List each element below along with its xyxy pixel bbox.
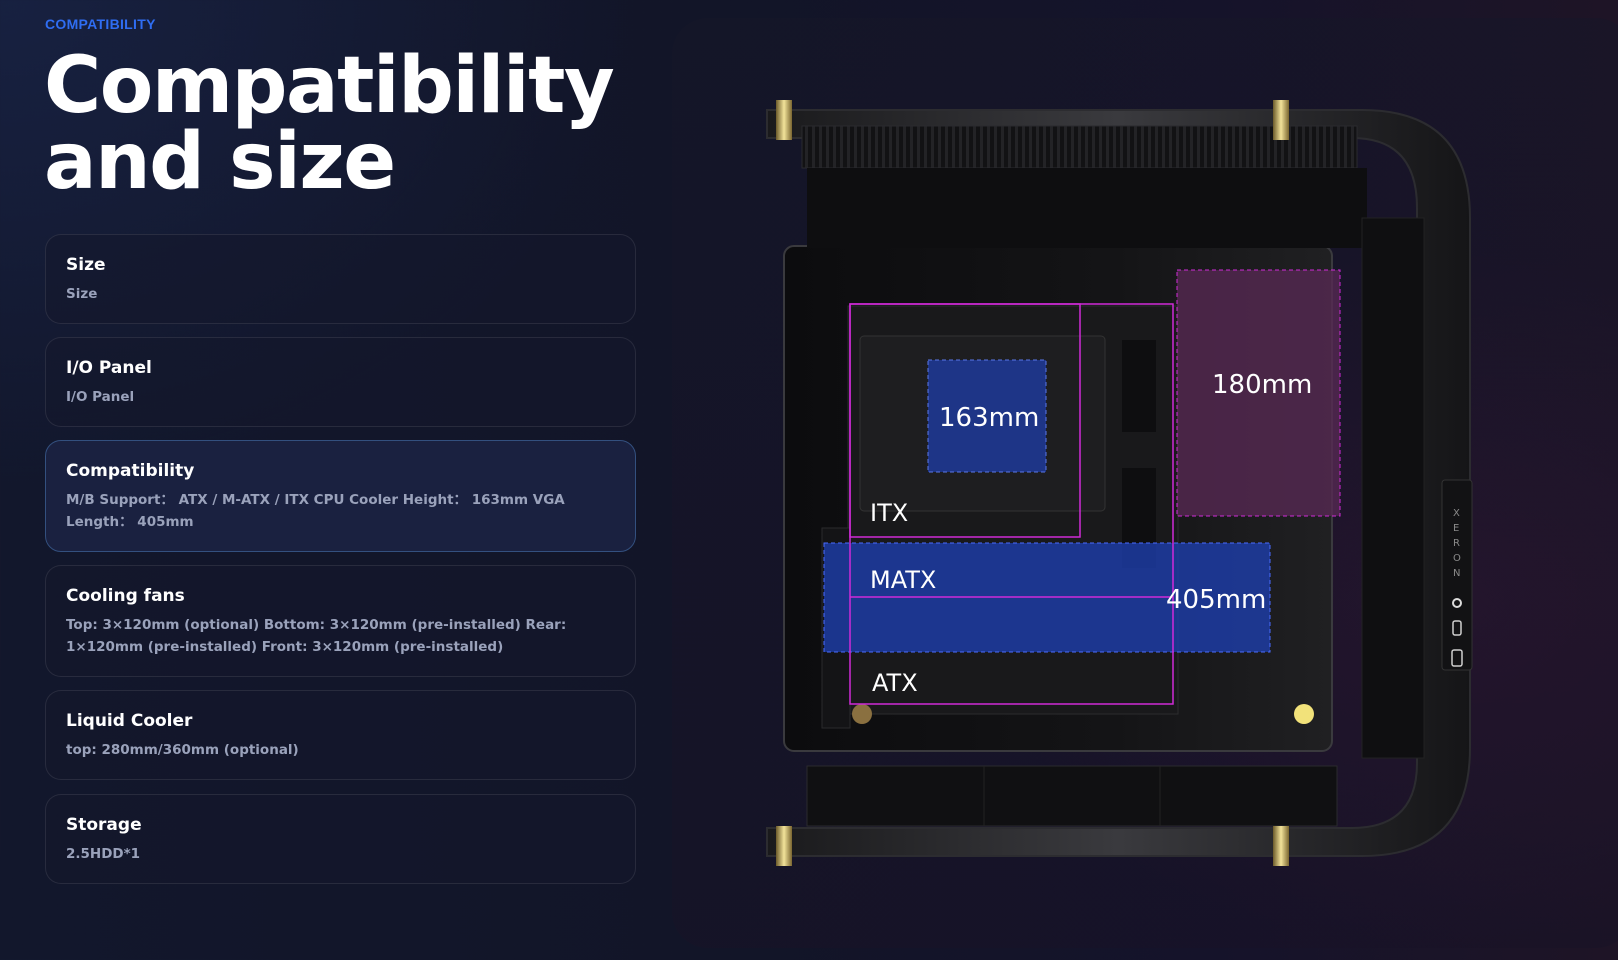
spec-title: Storage — [66, 815, 142, 835]
svg-text:R: R — [1453, 538, 1460, 549]
spec-description: I/O Panel — [66, 389, 135, 405]
spec-title: Size — [66, 255, 106, 275]
standoff — [1273, 826, 1289, 866]
section-eyebrow: COMPATIBILITY — [45, 16, 156, 32]
spec-card-size[interactable]: Size Size — [45, 234, 636, 324]
bottom-fan-mesh — [806, 765, 1338, 827]
spec-card-io-panel[interactable]: I/O Panel I/O Panel — [45, 337, 636, 427]
itx-outline — [849, 303, 1081, 538]
spec-description: 2.5HDD*1 — [66, 846, 141, 862]
svg-text:N: N — [1453, 568, 1460, 579]
title-line-2: and size — [44, 117, 396, 207]
label-psu-clearance: 180mm — [1212, 370, 1312, 400]
page-title: Compatibility and size — [44, 41, 644, 207]
spec-description: M/B Support： ATX / M-ATX / ITX CPU Coole… — [66, 492, 565, 530]
front-io-strip — [1441, 479, 1473, 671]
spec-description: Size — [66, 286, 98, 302]
spec-title: Compatibility — [66, 461, 195, 481]
top-fan-mesh — [801, 125, 1358, 169]
label-itx: ITX — [870, 499, 908, 527]
title-line-1: Compatibility — [44, 41, 615, 131]
pc-case-diagram: X E R O N 163mm 180mm 405mm — [766, 100, 1473, 866]
spec-title: Liquid Cooler — [66, 711, 193, 731]
cpu-cooler-zone — [927, 359, 1047, 473]
standoff — [776, 100, 792, 140]
case-diagram-panel: X E R O N 163mm 180mm 405mm — [672, 18, 1618, 948]
spec-description: Top: 3×120mm (optional) Bottom: 3×120mm … — [66, 617, 567, 655]
spec-title: I/O Panel — [66, 358, 152, 378]
svg-text:O: O — [1453, 553, 1461, 564]
svg-text:E: E — [1453, 523, 1459, 534]
label-vga-length: 405mm — [1166, 585, 1266, 615]
label-matx: MATX — [870, 566, 936, 594]
spec-card-storage[interactable]: Storage 2.5HDD*1 — [45, 794, 636, 884]
label-atx: ATX — [872, 669, 918, 697]
standoff — [1273, 100, 1289, 140]
spec-description: top: 280mm/360mm (optional) — [66, 742, 299, 758]
spec-title: Cooling fans — [66, 586, 185, 606]
psu-clearance-zone — [1176, 269, 1341, 517]
standoff — [776, 826, 792, 866]
svg-text:X: X — [1453, 508, 1460, 519]
front-fan-column — [1361, 217, 1425, 759]
case-frame — [766, 109, 1471, 857]
brand-letters: X E R O N — [1453, 508, 1461, 579]
spec-card-compatibility[interactable]: Compatibility M/B Support： ATX / M-ATX /… — [45, 440, 636, 552]
label-cooler-height: 163mm — [939, 403, 1039, 433]
spec-card-liquid-cooler[interactable]: Liquid Cooler top: 280mm/360mm (optional… — [45, 690, 636, 780]
spec-card-cooling-fans[interactable]: Cooling fans Top: 3×120mm (optional) Bot… — [45, 565, 636, 677]
